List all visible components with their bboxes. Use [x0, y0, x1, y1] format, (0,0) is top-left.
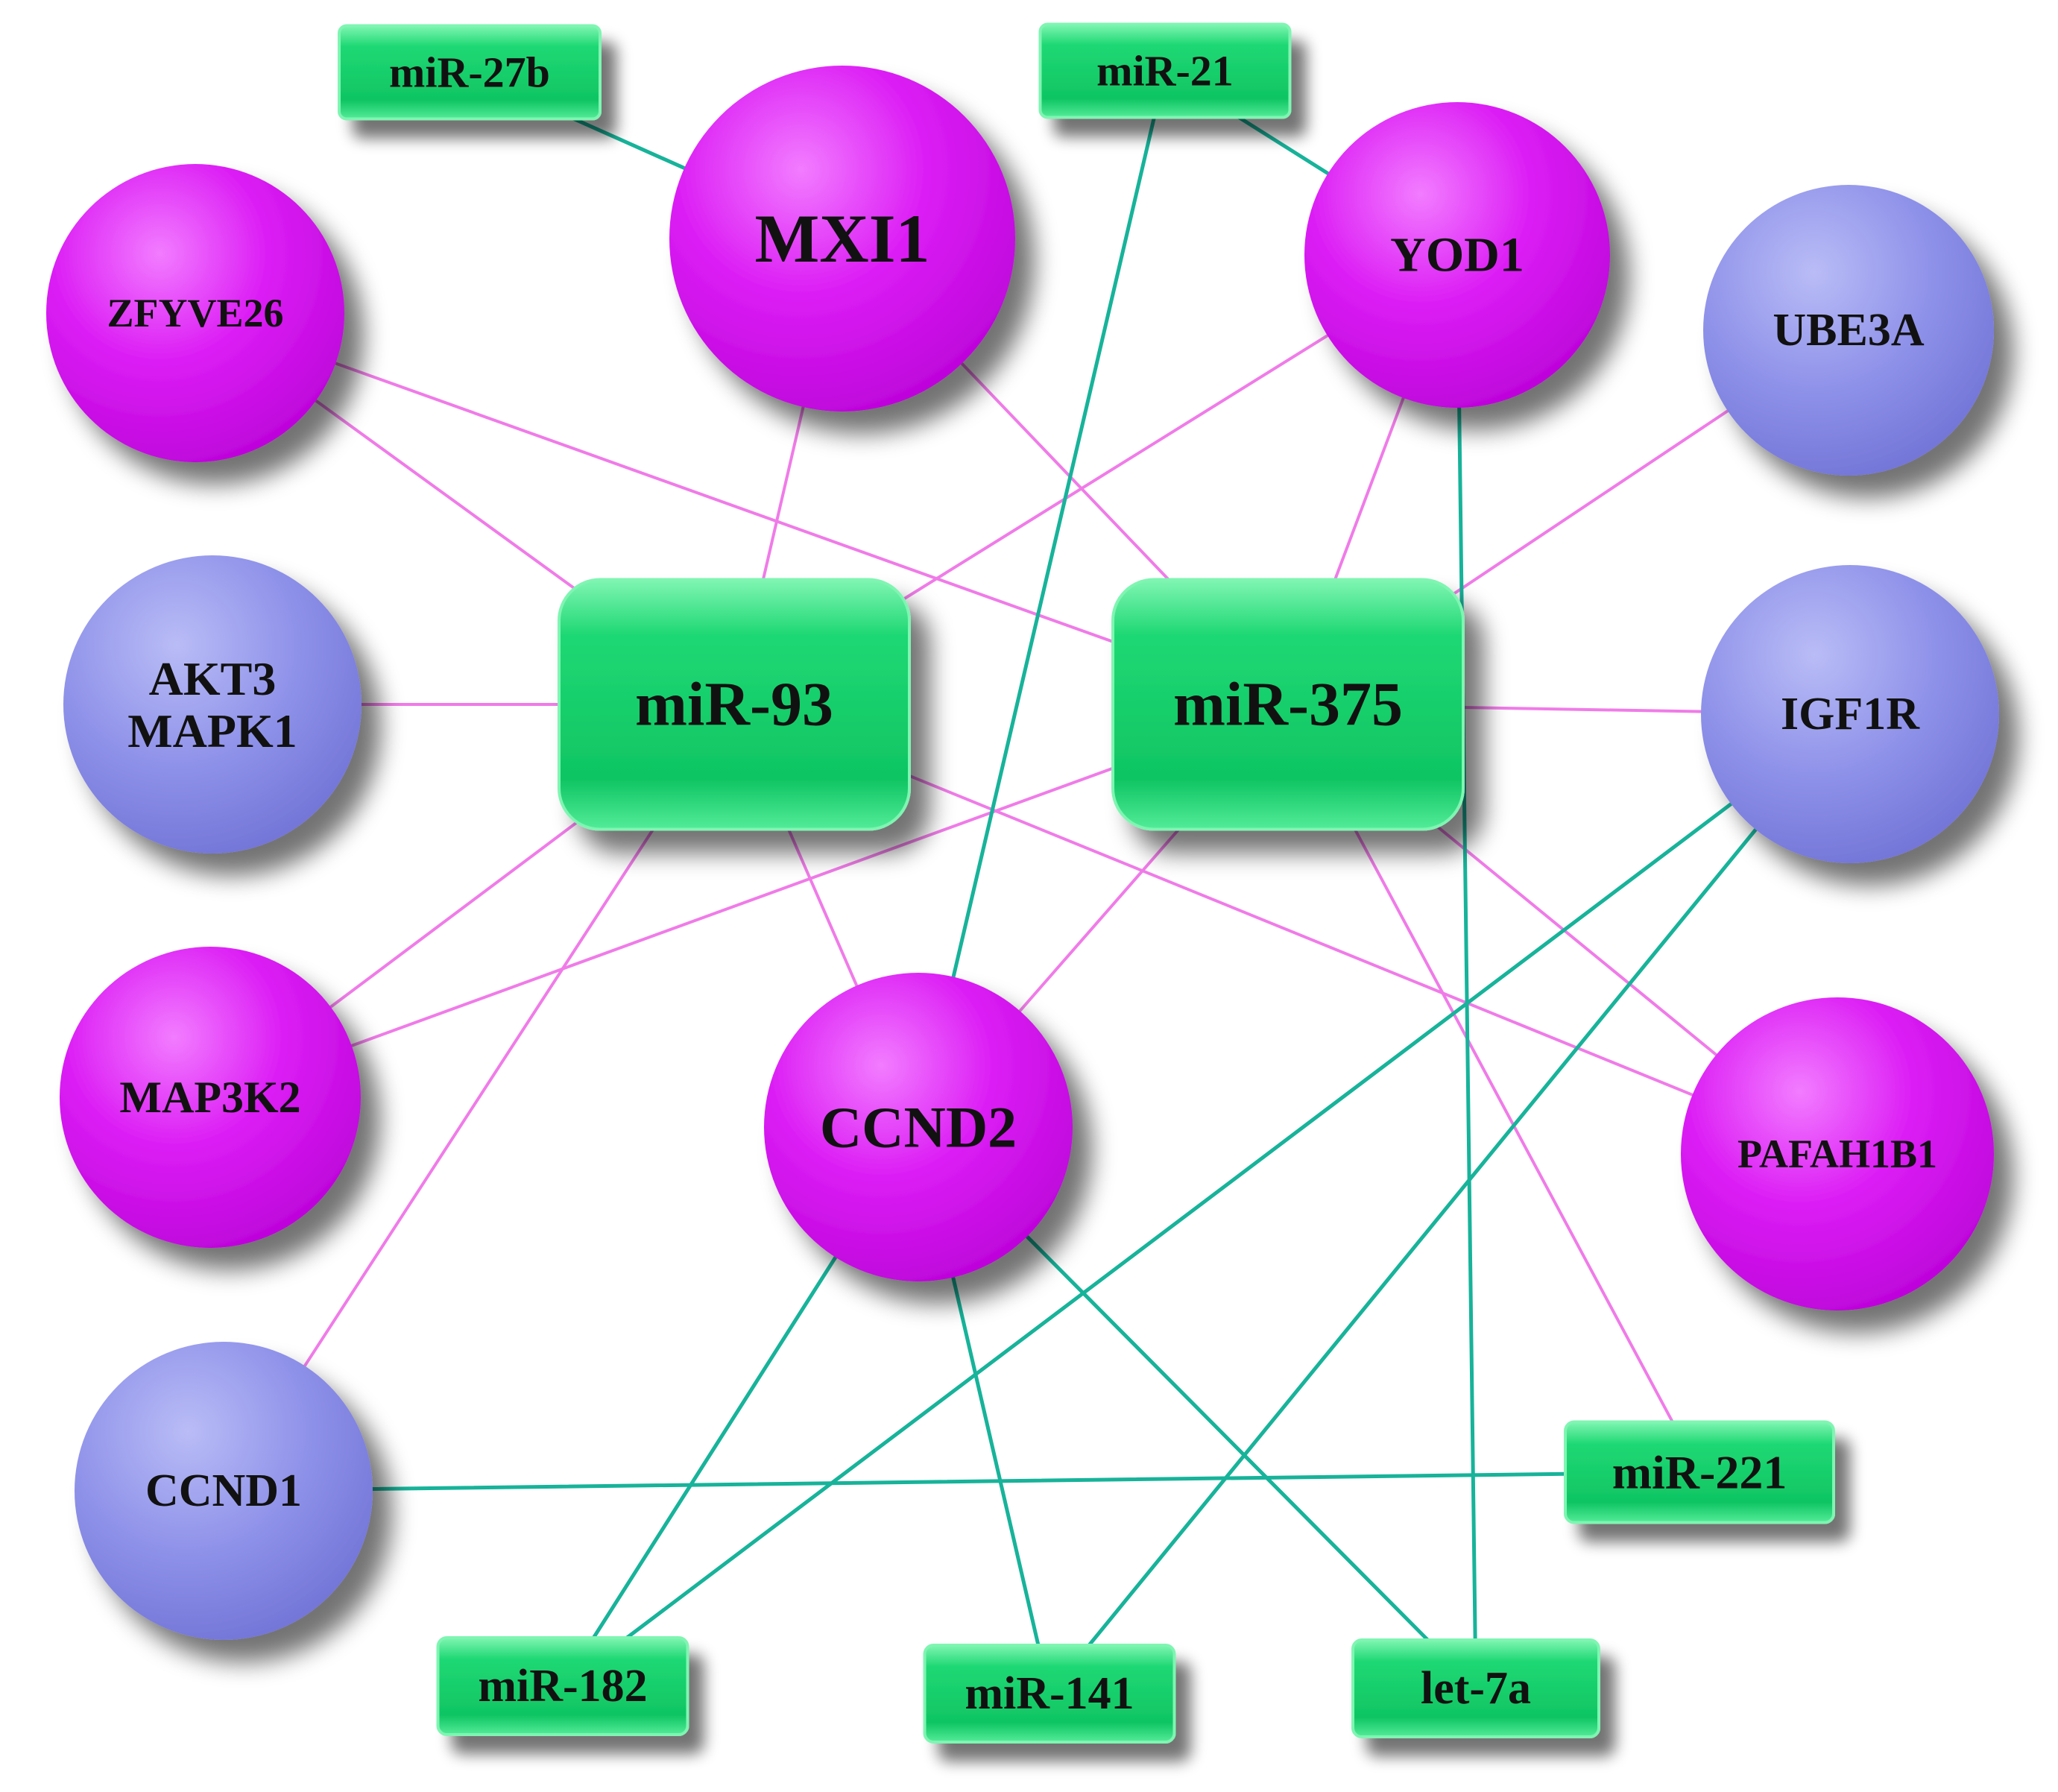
edge-igf1r-mir182: [561, 712, 1852, 1688]
node-mir21-box: [1038, 22, 1292, 119]
edge-ccnd1-mir93: [222, 703, 736, 1492]
edge-mir21-ccnd2: [916, 69, 1167, 1129]
node-ube3a: UBE3A: [1703, 185, 1994, 476]
node-mxi1-circle: [669, 66, 1015, 411]
node-igf1r: IGF1R: [1701, 565, 1999, 863]
node-mir182: miR-182: [436, 1636, 689, 1736]
node-mxi1: MXI1: [669, 66, 1015, 411]
node-mir93-box: [558, 578, 911, 831]
node-igf1r-label: IGF1R: [1781, 689, 1920, 739]
node-ccnd2-circle: [764, 973, 1073, 1281]
node-map3k2-circle: [60, 947, 361, 1248]
node-mir93-label: miR-93: [635, 670, 833, 739]
node-akt3mapk1-label-line: MAPK1: [127, 704, 297, 757]
node-let7a-label: let-7a: [1421, 1663, 1531, 1714]
node-pafah1b1: PAFAH1B1: [1681, 997, 1994, 1310]
node-mir93: miR-93: [558, 578, 911, 831]
node-let7a: let-7a: [1351, 1638, 1600, 1738]
node-yod1-circle: [1304, 102, 1610, 408]
node-yod1-label: YOD1: [1390, 228, 1524, 283]
node-akt3mapk1-label-line: AKT3: [149, 652, 277, 704]
node-ccnd2-label: CCND2: [820, 1095, 1017, 1160]
node-ube3a-circle: [1703, 185, 1994, 476]
node-ube3a-label: UBE3A: [1773, 305, 1924, 356]
node-mir221-box: [1564, 1420, 1835, 1524]
node-mir182-box: [436, 1636, 689, 1736]
node-map3k2-label: MAP3K2: [119, 1073, 300, 1122]
node-mir375: miR-375: [1111, 578, 1465, 831]
node-akt3mapk1-circle: [63, 555, 362, 854]
node-mir141-box: [923, 1644, 1176, 1744]
edge-zfyve26-mir375: [194, 312, 1290, 706]
node-ccnd1-label: CCND1: [145, 1466, 302, 1516]
edge-mir221-mir375: [1287, 703, 1701, 1474]
node-pafah1b1-label: PAFAH1B1: [1737, 1132, 1937, 1176]
node-mir221: miR-221: [1564, 1420, 1835, 1524]
node-mir375-label: miR-375: [1173, 670, 1403, 739]
node-mir141: miR-141: [923, 1644, 1176, 1744]
node-mir182-label: miR-182: [478, 1661, 647, 1711]
node-mir27b-label: miR-27b: [389, 48, 550, 97]
edge-ccnd1-mir221: [221, 1470, 1702, 1493]
node-mir21: miR-21: [1038, 22, 1292, 119]
node-zfyve26-label: ZFYVE26: [107, 291, 283, 335]
edge-pafah1b1-mir93: [733, 703, 1839, 1155]
edge-igf1r-mir141: [1047, 712, 1852, 1696]
node-zfyve26: ZFYVE26: [46, 164, 344, 462]
node-mxi1-label: MXI1: [754, 201, 929, 277]
node-ccnd1: CCND1: [75, 1342, 373, 1640]
node-let7a-box: [1351, 1638, 1600, 1738]
edge-yod1-let7a: [1455, 253, 1478, 1691]
node-yod1: YOD1: [1304, 102, 1610, 408]
node-mir27b: miR-27b: [338, 24, 602, 121]
node-ccnd1-circle: [75, 1342, 373, 1640]
node-ccnd2: CCND2: [764, 973, 1073, 1281]
node-map3k2: MAP3K2: [60, 947, 361, 1248]
node-mir21-label: miR-21: [1096, 47, 1234, 95]
node-igf1r-circle: [1701, 565, 1999, 863]
node-mir221-label: miR-221: [1612, 1446, 1787, 1499]
node-mir27b-box: [338, 24, 602, 121]
node-pafah1b1-circle: [1681, 997, 1994, 1310]
node-zfyve26-circle: [46, 164, 344, 462]
node-mir375-box: [1111, 578, 1465, 831]
edge-map3k2-mir375: [209, 703, 1290, 1099]
node-mir141-label: miR-141: [965, 1668, 1134, 1719]
